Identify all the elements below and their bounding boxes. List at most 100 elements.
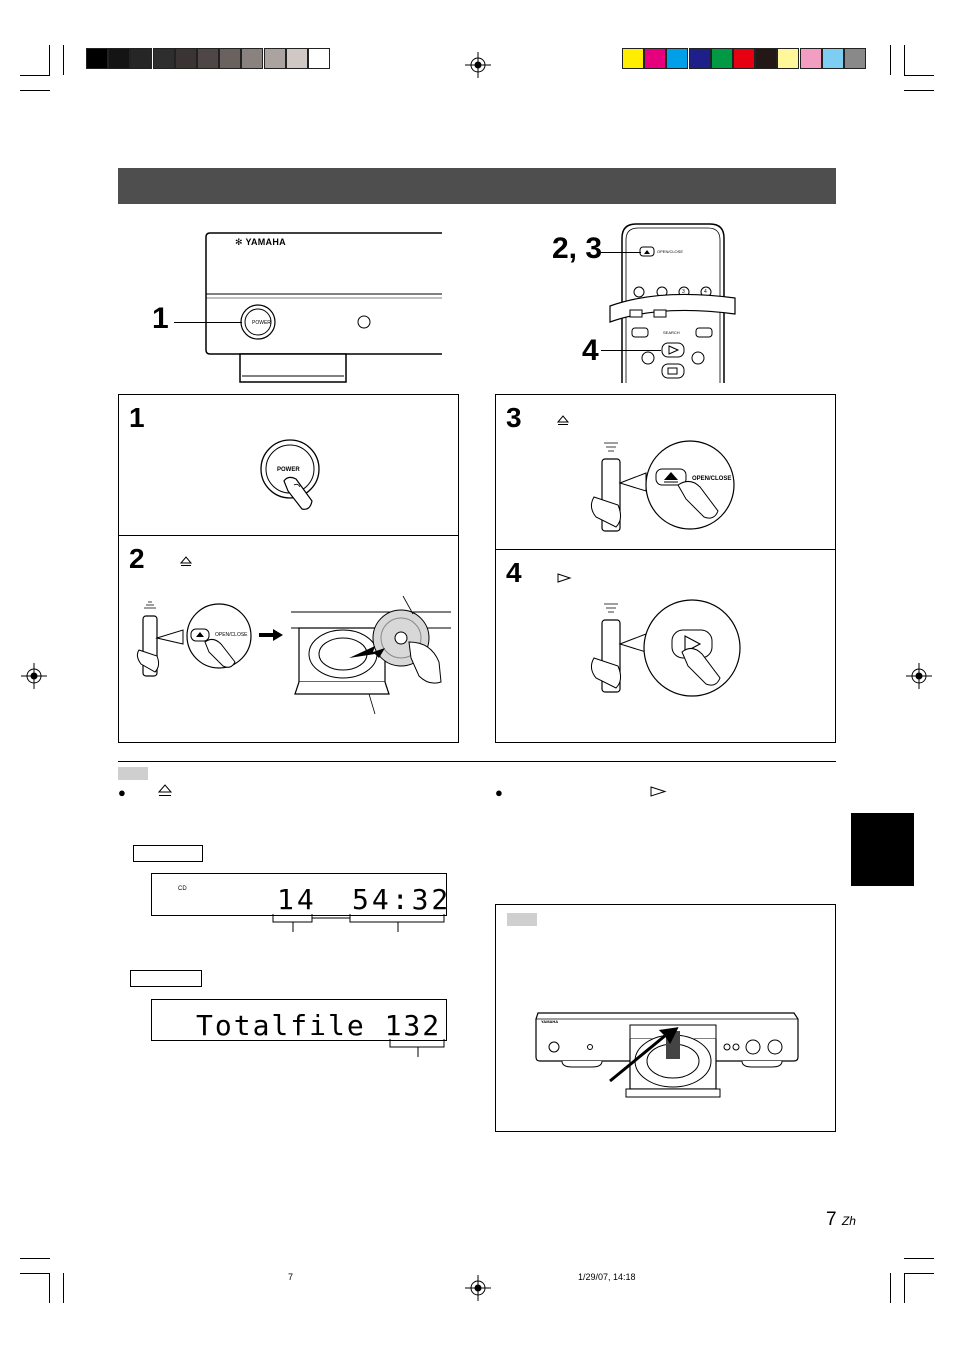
brand-name: YAMAHA [245, 237, 286, 247]
crop-mark [63, 45, 64, 75]
remote-control-illustration [609, 223, 736, 383]
remote-digit-3: 3 [682, 289, 685, 295]
remote-play-press-illustration [590, 599, 741, 697]
gray-swatch [130, 48, 153, 69]
crop-mark [890, 1273, 891, 1303]
file-display-panel: Totalfile 132 [151, 999, 447, 1041]
step-3-panel: 3 OPEN/CLOSE [495, 394, 836, 550]
gray-swatch [308, 48, 330, 69]
step-1-panel: 1 POWER [118, 394, 459, 536]
note-chip [507, 913, 537, 926]
crop-mark [49, 1273, 50, 1303]
eject-icon [556, 415, 570, 425]
step-1-power-label: POWER [277, 467, 300, 473]
power-button-label: POWER [252, 320, 271, 326]
remote-digit-4: 4 [704, 289, 707, 295]
bullet-dot: ● [118, 785, 126, 800]
disc-tray-loading-illustration [291, 595, 451, 715]
notes-divider [118, 761, 836, 762]
gray-swatch [108, 48, 131, 69]
color-swatch [844, 48, 866, 69]
registration-target-icon [465, 1275, 491, 1301]
crop-mark [20, 1273, 50, 1274]
gray-swatch [197, 48, 219, 69]
gray-swatch [263, 48, 286, 69]
gray-swatch [285, 48, 308, 69]
callout-1: 1 [152, 302, 169, 335]
callout-2-3-leader [601, 252, 641, 253]
remote-open-close-press-illustration [136, 601, 252, 677]
crop-mark [904, 90, 934, 91]
color-swatch [733, 48, 755, 69]
crop-mark [904, 1258, 934, 1259]
play-icon [557, 573, 572, 583]
cd-display-panel: CD 14 54:32 [151, 873, 448, 916]
tuning-fork-logo-icon: ✻ [235, 237, 243, 247]
arrow-right-icon [259, 629, 283, 641]
bullet-dot: ● [495, 785, 503, 800]
step-4-number: 4 [506, 557, 522, 588]
registration-target-icon [906, 663, 932, 689]
step-3-number: 3 [506, 402, 522, 433]
eject-icon [179, 556, 193, 566]
gray-swatch [86, 48, 108, 69]
play-icon [650, 786, 667, 797]
section-header-bar [118, 168, 836, 204]
note-chip [118, 767, 148, 780]
crop-mark [890, 45, 891, 75]
color-swatch [777, 48, 800, 69]
power-button-press-illustration [260, 439, 320, 510]
crop-mark [20, 1258, 50, 1259]
gray-swatch [152, 48, 175, 69]
registration-target-icon [465, 52, 491, 78]
color-swatch [710, 48, 733, 69]
callout-2-3: 2, 3 [552, 232, 603, 265]
crop-mark [904, 1273, 905, 1303]
registration-target-icon [21, 663, 47, 689]
color-swatch [622, 48, 644, 69]
footer-page: 7 [288, 1272, 294, 1282]
color-swatch [755, 48, 778, 69]
step-2-open-close-label: OPEN/CLOSE [215, 632, 248, 638]
color-swatch [821, 48, 844, 69]
total-file-readout: Totalfile 132 [196, 1009, 442, 1042]
elapsed-time-readout: 54:32 [352, 883, 452, 916]
tray-note-brand: YAMAHA [541, 1019, 559, 1024]
callout-4-leader [601, 350, 661, 351]
step-2-panel: 2 OPEN/CLOSE [118, 535, 459, 743]
crop-mark [904, 1273, 934, 1274]
color-swatch [644, 48, 667, 69]
step-2-number: 2 [129, 543, 145, 574]
color-swatch [799, 48, 822, 69]
gray-swatch [241, 48, 264, 69]
cd-indicator: CD [178, 886, 187, 892]
mode-label-box-cd [133, 845, 203, 862]
page-number: 7 Zh [826, 1210, 856, 1231]
tray-note-panel: YAMAHA [495, 904, 836, 1132]
step-3-open-close-label: OPEN/CLOSE [692, 476, 732, 482]
eject-icon [157, 784, 173, 796]
brand-logo: ✻ YAMAHA [235, 237, 286, 248]
player-tray-open-illustration [535, 1012, 799, 1098]
callout-1-leader [174, 322, 242, 323]
gray-swatch [174, 48, 197, 69]
track-number-readout: 14 [277, 883, 317, 916]
callout-4: 4 [582, 334, 599, 367]
crop-mark [904, 45, 905, 75]
crop-mark [20, 75, 50, 76]
remote-open-close-label: OPEN/CLOSE [657, 249, 684, 254]
file-display-bracket [389, 1039, 445, 1057]
step-4-panel: 4 [495, 549, 836, 743]
footer-timestamp: 1/29/07, 14:18 [578, 1272, 636, 1282]
crop-mark [49, 45, 50, 75]
crop-mark [904, 75, 934, 76]
language-code: Zh [841, 1214, 856, 1228]
player-front-panel-illustration [205, 232, 442, 383]
mode-label-box-file [130, 970, 202, 987]
color-swatch [688, 48, 711, 69]
remote-open-close-press-illustration [590, 440, 735, 532]
page-number-value: 7 [826, 1209, 837, 1230]
remote-search-label: SEARCH [663, 330, 680, 335]
color-swatch [666, 48, 689, 69]
crop-mark [63, 1273, 64, 1303]
